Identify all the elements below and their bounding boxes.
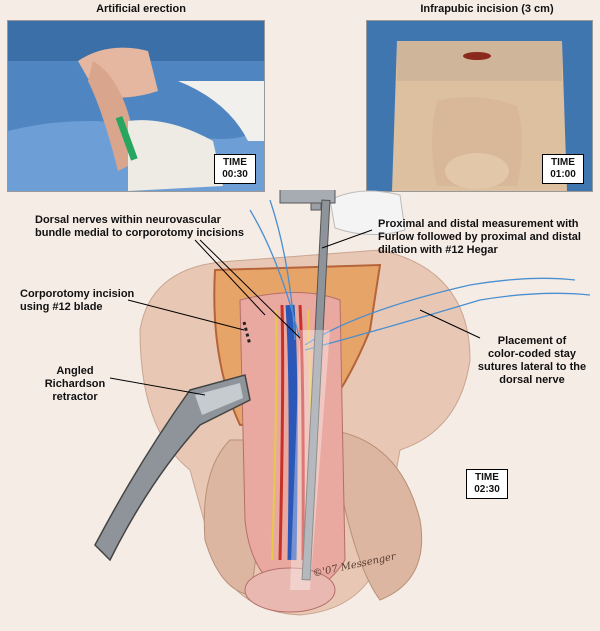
- label-retractor: Angled Richardson retractor: [44, 365, 106, 403]
- right-time-label: TIME: [551, 157, 575, 168]
- right-photo-time-box: TIME 01:00: [542, 154, 584, 184]
- infrapubic-incision-photo: [366, 20, 593, 192]
- main-time-value: 02:30: [474, 484, 500, 495]
- left-photo-title: Artificial erection: [96, 3, 186, 15]
- scrotal-skin-right: [329, 429, 423, 601]
- corporotomy-incision-line: [242, 321, 252, 346]
- stay-suture-2: [304, 292, 591, 351]
- label-measurement: Proximal and distal measurement with Fur…: [378, 218, 581, 256]
- left-photo-time-box: TIME 00:30: [214, 154, 256, 184]
- left-time-value: 00:30: [222, 169, 248, 180]
- glans: [244, 567, 336, 613]
- retractor-blade-highlight: [195, 383, 243, 415]
- dorsal-artery-right: [298, 304, 305, 561]
- label-corporotomy: Corporotomy incision using #12 blade: [20, 288, 135, 313]
- main-time-box: TIME 02:30: [466, 469, 508, 499]
- stay-suture-1: [304, 277, 576, 346]
- infrapubic-incision-image: [367, 21, 592, 191]
- surgical-illustration: [94, 190, 591, 616]
- main-time-label: TIME: [475, 472, 499, 483]
- right-time-value: 01:00: [550, 169, 576, 180]
- label-dorsal-nerves: Dorsal nerves within neurovascular bundl…: [35, 214, 245, 239]
- hegar-dilator: [290, 330, 330, 590]
- right-photo-title: Infrapubic incision (3 cm): [420, 3, 554, 15]
- furlow-handle: [279, 190, 336, 204]
- richardson-retractor: [94, 374, 251, 562]
- left-time-label: TIME: [223, 157, 247, 168]
- label-stay-sutures: Placement of color-coded stay sutures la…: [477, 335, 587, 386]
- furlow-shaft: [301, 199, 331, 581]
